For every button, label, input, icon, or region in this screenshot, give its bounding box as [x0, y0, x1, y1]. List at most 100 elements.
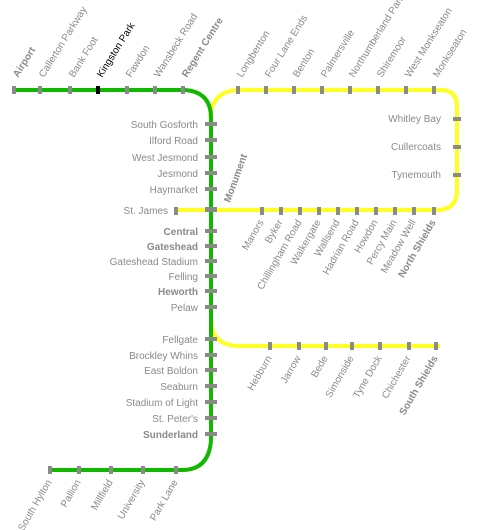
station-marker-howdon[interactable] [374, 207, 378, 215]
station-marker-bank-foot[interactable] [68, 86, 72, 94]
station-marker-st-james[interactable] [174, 207, 178, 215]
station-label-university[interactable]: University [116, 478, 147, 522]
station-label-tynemouth[interactable]: Tynemouth [392, 170, 441, 181]
station-marker-park-lane[interactable] [174, 466, 178, 474]
station-marker-northumberland-park[interactable] [348, 86, 352, 94]
station-label-brockley-whins[interactable]: Brockley Whins [129, 351, 198, 362]
station-label-east-boldon[interactable]: East Boldon [144, 366, 198, 377]
station-marker-bede[interactable] [324, 342, 328, 350]
station-label-south-gosforth[interactable]: South Gosforth [131, 120, 198, 131]
station-label-west-jesmond[interactable]: West Jesmond [132, 153, 198, 164]
station-label-whitley-bay[interactable]: Whitley Bay [388, 114, 441, 125]
station-marker-west-monkseaton[interactable] [404, 86, 408, 94]
station-label-cullercoats[interactable]: Cullercoats [391, 142, 441, 153]
station-label-benton[interactable]: Benton [291, 47, 317, 80]
station-label-jesmond[interactable]: Jesmond [157, 169, 198, 180]
station-marker-north-shields[interactable] [432, 207, 436, 215]
station-marker-longbenton[interactable] [236, 86, 240, 94]
station-marker-hebburn[interactable] [268, 342, 272, 350]
station-marker-callerton-parkway[interactable] [38, 86, 42, 94]
station-marker-tyne-dock[interactable] [378, 342, 382, 350]
station-label-haymarket[interactable]: Haymarket [150, 185, 199, 196]
station-marker-fawdon[interactable] [125, 86, 129, 94]
station-marker-shiremoor[interactable] [376, 86, 380, 94]
station-marker-south-shields[interactable] [434, 342, 438, 350]
station-label-heworth[interactable]: Heworth [158, 287, 198, 298]
station-marker-byker[interactable] [279, 207, 283, 215]
station-label-jarrow[interactable]: Jarrow [279, 353, 304, 385]
station-label-tyne-dock[interactable]: Tyne Dock [351, 353, 385, 400]
station-marker-university[interactable] [141, 466, 145, 474]
station-markers [12, 86, 461, 474]
station-label-felling[interactable]: Felling [169, 272, 198, 283]
station-marker-gateshead[interactable] [205, 244, 217, 248]
yellow-line-coast-loop [177, 88, 459, 212]
station-marker-hadrian-road[interactable] [355, 207, 359, 215]
station-marker-fellgate[interactable] [205, 337, 217, 341]
station-marker-ilford-road[interactable] [205, 138, 217, 142]
station-marker-whitley-bay[interactable] [453, 117, 461, 121]
station-marker-wallsend[interactable] [336, 207, 340, 215]
station-marker-millfield[interactable] [109, 466, 113, 474]
station-marker-west-jesmond[interactable] [205, 155, 217, 159]
station-label-manors[interactable]: Manors [240, 218, 266, 252]
station-marker-chillingham-road[interactable] [298, 207, 302, 215]
station-marker-st-peters[interactable] [205, 416, 217, 420]
station-marker-palmersville[interactable] [320, 86, 324, 94]
station-marker-regent-centre[interactable] [181, 86, 185, 94]
station-label-pelaw[interactable]: Pelaw [171, 303, 199, 314]
station-marker-gateshead-stadium[interactable] [205, 259, 217, 263]
station-marker-walkergate[interactable] [317, 207, 321, 215]
station-label-fawdon[interactable]: Fawdon [124, 44, 152, 80]
station-marker-percy-main[interactable] [393, 207, 397, 215]
station-label-millfield[interactable]: Millfield [89, 478, 115, 512]
station-label-monument[interactable]: Monument [222, 152, 250, 204]
station-marker-jesmond[interactable] [205, 171, 217, 175]
station-label-ilford-road[interactable]: Ilford Road [149, 136, 198, 147]
station-label-gateshead-stadium[interactable]: Gateshead Stadium [110, 257, 198, 268]
station-marker-haymarket[interactable] [205, 187, 217, 191]
station-label-gateshead[interactable]: Gateshead [147, 242, 198, 253]
station-marker-sunderland[interactable] [205, 432, 217, 436]
station-marker-south-hylton[interactable] [48, 466, 52, 474]
station-label-pallion[interactable]: Pallion [59, 478, 84, 510]
station-marker-kingston-park[interactable] [96, 86, 100, 94]
station-label-st-peters[interactable]: St. Peter's [152, 414, 198, 425]
station-marker-central[interactable] [205, 229, 217, 233]
station-marker-jarrow[interactable] [297, 342, 301, 350]
station-label-central[interactable]: Central [164, 227, 199, 238]
station-label-st-james[interactable]: St. James [124, 206, 168, 217]
station-marker-pelaw[interactable] [205, 305, 217, 309]
station-marker-stadium-of-light[interactable] [205, 400, 217, 404]
station-label-hebburn[interactable]: Hebburn [246, 354, 275, 393]
station-marker-simonside[interactable] [350, 342, 354, 350]
station-marker-pallion[interactable] [77, 466, 81, 474]
station-label-park-lane[interactable]: Park Lane [148, 478, 181, 523]
station-marker-tynemouth[interactable] [453, 173, 461, 177]
station-marker-manors[interactable] [260, 207, 264, 215]
station-marker-benton[interactable] [292, 86, 296, 94]
station-marker-seaburn[interactable] [205, 384, 217, 388]
station-marker-chichester[interactable] [407, 342, 411, 350]
station-marker-meadow-well[interactable] [412, 207, 416, 215]
station-label-seaburn[interactable]: Seaburn [160, 382, 198, 393]
station-marker-wansbeck-road[interactable] [153, 86, 157, 94]
station-marker-cullercoats[interactable] [453, 145, 461, 149]
station-marker-four-lane-ends[interactable] [264, 86, 268, 94]
yellow-line-south-shields [209, 300, 440, 348]
station-label-airport[interactable]: Airport [11, 45, 38, 80]
station-marker-south-gosforth[interactable] [205, 122, 217, 126]
station-label-bede[interactable]: Bede [309, 354, 330, 380]
station-label-south-hylton[interactable]: South Hylton [16, 478, 54, 530]
station-marker-heworth[interactable] [205, 289, 217, 293]
station-marker-monument[interactable] [205, 207, 217, 212]
station-label-stadium-of-light[interactable]: Stadium of Light [126, 398, 198, 409]
station-marker-monkseaton[interactable] [432, 86, 436, 94]
station-marker-east-boldon[interactable] [205, 368, 217, 372]
station-marker-brockley-whins[interactable] [205, 353, 217, 357]
station-label-sunderland[interactable]: Sunderland [143, 430, 198, 441]
station-label-fellgate[interactable]: Fellgate [162, 335, 198, 346]
station-marker-felling[interactable] [205, 274, 217, 278]
station-marker-airport[interactable] [12, 86, 16, 94]
